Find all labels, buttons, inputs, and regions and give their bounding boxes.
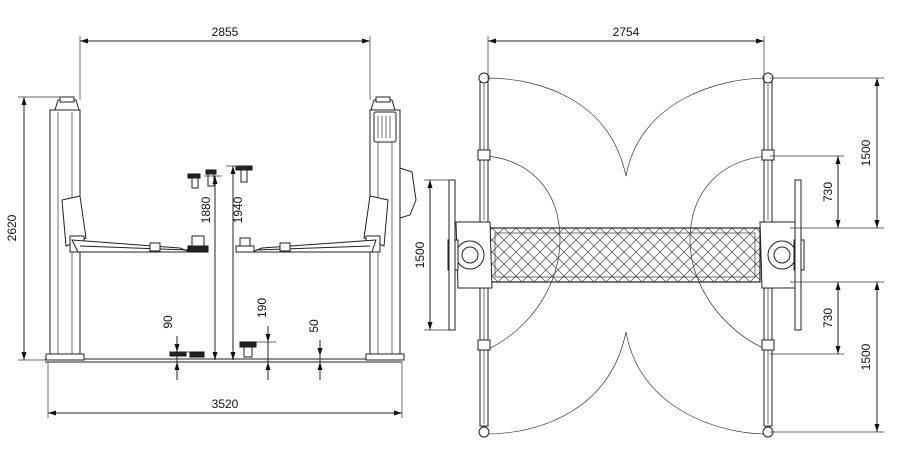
dim-label-50: 50 — [307, 319, 321, 333]
right-column — [363, 96, 417, 361]
dim-label-1500-upper-right: 1500 — [859, 139, 873, 166]
dimension-2855: 2855 — [79, 25, 371, 100]
left-lift-arm — [71, 235, 209, 253]
dim-label-190: 190 — [255, 298, 269, 318]
right-lift-arm — [235, 237, 377, 253]
dim-label-1940: 1940 — [231, 196, 245, 223]
dimension-1500-lower-right: 1500 — [770, 282, 884, 433]
dim-label-730-upper: 730 — [821, 182, 835, 202]
dim-label-2620: 2620 — [5, 214, 19, 241]
base-plate — [489, 227, 761, 283]
dimension-1940: 1940 — [226, 165, 245, 360]
dimension-2754: 2754 — [487, 25, 765, 80]
dimension-1500-upper-right: 1500 — [770, 77, 884, 229]
left-column-top — [447, 179, 493, 331]
lifting-pads-raised — [187, 165, 253, 189]
dim-label-3520: 3520 — [212, 397, 239, 411]
dim-label-730-lower: 730 — [821, 308, 835, 328]
top-view: 2754 1500 1500 730 — [413, 25, 884, 438]
dimension-1500-left: 1500 — [413, 179, 452, 331]
front-view: 2855 3520 2620 1880 — [5, 25, 417, 418]
dimension-730-lower: 730 — [770, 281, 884, 355]
dim-label-1500-lower-right: 1500 — [859, 343, 873, 370]
dim-label-1500-left: 1500 — [413, 241, 427, 268]
dimension-2620: 2620 — [5, 96, 62, 361]
dimension-730-upper: 730 — [770, 155, 844, 228]
right-column-top — [759, 179, 805, 331]
dimension-190: 190 — [255, 298, 276, 380]
dim-label-1880: 1880 — [199, 196, 213, 223]
dim-label-2754: 2754 — [613, 25, 640, 39]
left-column — [45, 96, 87, 361]
dimension-1880: 1880 — [199, 175, 222, 360]
dimension-90: 90 — [161, 315, 190, 380]
lifting-pads-lowered — [169, 341, 257, 358]
dim-label-2855: 2855 — [212, 25, 239, 39]
dimension-50: 50 — [307, 319, 323, 380]
dimension-3520: 3520 — [47, 362, 403, 418]
dim-label-90: 90 — [161, 315, 175, 329]
